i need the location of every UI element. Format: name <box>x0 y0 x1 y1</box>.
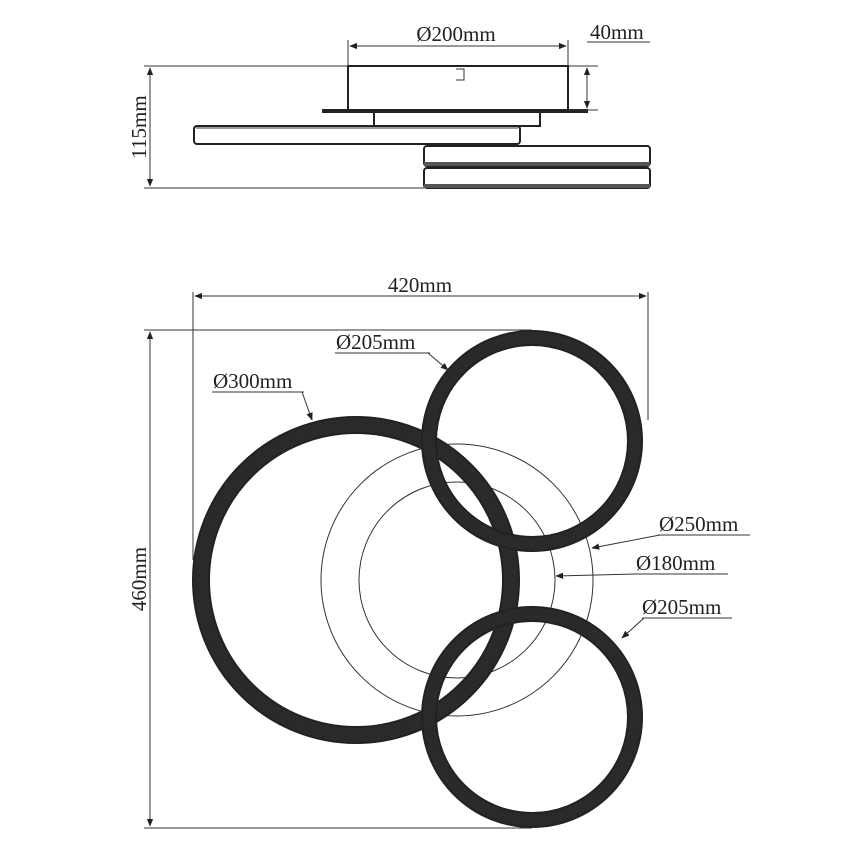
leader-180 <box>555 572 637 580</box>
top-view: 420mm 460mm Ø205mm Ø300mm Ø250mm Ø180mm … <box>127 273 750 829</box>
dim-label-40: 40mm <box>590 20 644 44</box>
dim-label-300: Ø300mm <box>213 369 292 393</box>
canopy-connector <box>373 111 541 127</box>
dim-label-180: Ø180mm <box>636 551 715 575</box>
leader-250 <box>591 534 661 550</box>
canopy-bracket-icon <box>456 68 465 81</box>
dim-label-200: Ø200mm <box>416 22 495 46</box>
side-view: Ø200mm 40mm 115mm <box>127 20 651 189</box>
dim-label-420: 420mm <box>388 273 452 297</box>
dim-label-205-top: Ø205mm <box>336 330 415 354</box>
leader-300 <box>301 391 313 421</box>
leader-205-bottom <box>621 617 645 639</box>
large-ring-profile <box>193 125 521 145</box>
dim-label-460: 460mm <box>127 547 151 611</box>
dim-label-115: 115mm <box>127 95 151 158</box>
small-ring-top <box>422 331 642 551</box>
base-inner-circle <box>358 481 556 679</box>
dim-label-205-bottom: Ø205mm <box>642 595 721 619</box>
leader-205-top <box>427 352 449 371</box>
dim-label-250: Ø250mm <box>659 512 738 536</box>
small-ring-bottom <box>422 607 642 827</box>
base-outer-circle <box>320 443 594 717</box>
large-ring <box>193 417 519 743</box>
canopy-body <box>347 65 569 111</box>
